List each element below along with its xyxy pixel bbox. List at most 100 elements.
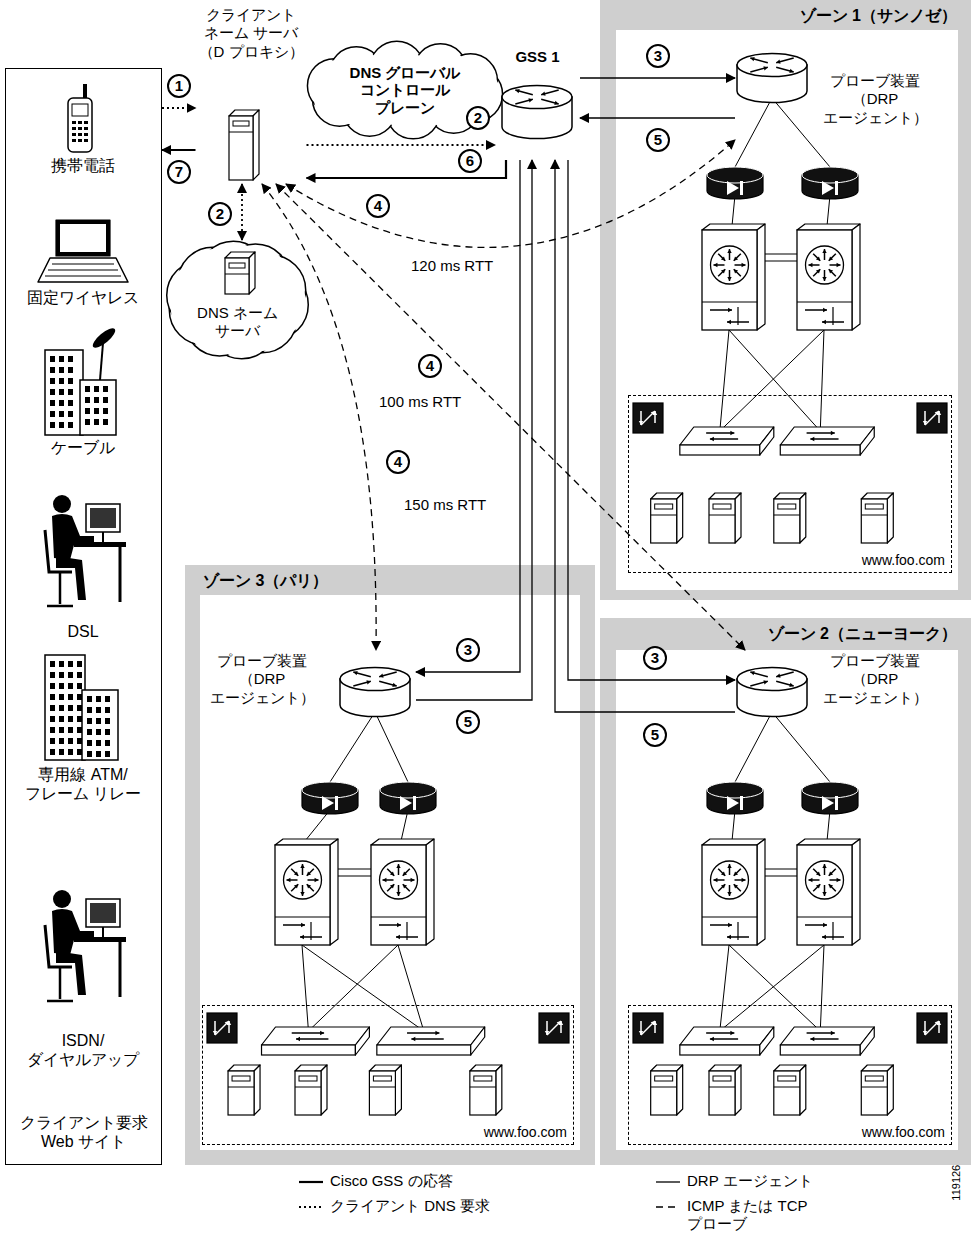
server-symbol <box>369 1065 401 1115</box>
router-arrow <box>353 671 357 675</box>
wire <box>732 810 735 841</box>
connector <box>162 107 196 109</box>
server-symbol <box>651 1065 683 1115</box>
server-front <box>774 499 800 543</box>
wire <box>302 945 424 1031</box>
legend-sample-line <box>299 1181 323 1183</box>
engine-body <box>633 403 663 433</box>
connector <box>162 149 196 151</box>
load-balancer-mark <box>835 796 838 810</box>
server-line <box>774 515 800 516</box>
switch-arrow <box>810 437 814 441</box>
server-front <box>229 116 253 180</box>
switch-arrow <box>829 869 836 876</box>
switch-arrow <box>807 432 835 434</box>
building-window <box>68 705 73 711</box>
router-arrow <box>515 89 519 93</box>
switch-arrow <box>718 884 725 891</box>
callout-number: 3 <box>646 44 670 68</box>
server-slot <box>233 121 249 126</box>
building-window <box>50 400 55 406</box>
wire <box>401 810 408 841</box>
router-arrow <box>392 683 396 687</box>
building-window <box>103 419 108 425</box>
wire <box>772 98 830 167</box>
gss-device: GSS 1 <box>495 48 580 160</box>
router-arrow <box>763 680 767 684</box>
load-balancer-symbol <box>802 782 858 814</box>
building-window <box>105 696 110 702</box>
building-body <box>45 350 83 435</box>
server-symbol <box>709 493 741 543</box>
wire <box>735 712 772 782</box>
building-window <box>87 729 92 735</box>
switch-divider <box>702 916 757 917</box>
building-window <box>87 718 92 724</box>
callout-number: 1 <box>167 74 191 98</box>
router-top <box>340 667 410 690</box>
server-side <box>677 493 683 543</box>
device-label: プローブ装置 （DRP エージェント） <box>819 652 931 707</box>
callout-number: 3 <box>456 638 480 662</box>
building-window <box>59 356 64 362</box>
gss-router-symbol <box>502 85 572 138</box>
router-arrow <box>750 671 754 675</box>
building-window <box>103 397 108 403</box>
server-slot <box>655 504 673 509</box>
workgroup-switch-symbol <box>780 427 874 455</box>
building-window <box>59 367 64 373</box>
load-balancer-symbol <box>707 167 763 199</box>
legend-item: DRP エージェント <box>655 1172 813 1190</box>
switch-arrow <box>714 263 718 267</box>
user-at-desk-symbol <box>45 890 126 1001</box>
switch-side <box>860 1027 874 1055</box>
phone-body <box>68 98 92 152</box>
switch-arrow <box>387 869 394 876</box>
switch-arrow <box>296 1037 300 1041</box>
switch-front <box>371 845 426 945</box>
wire <box>308 945 398 1031</box>
engine-arrow <box>215 1021 229 1035</box>
switch-arrow <box>435 1031 439 1035</box>
building-window <box>68 716 73 722</box>
switch-arrow <box>742 263 746 267</box>
switch-arrow <box>829 884 833 888</box>
laptop-keys <box>48 270 118 271</box>
edge-label: 120 ms RTT <box>409 257 495 275</box>
switch-arrow <box>829 884 836 891</box>
server-line <box>225 274 249 275</box>
server-farm-box: www.foo.com <box>202 1005 574 1145</box>
server-slot <box>229 263 245 268</box>
switch-arrow <box>742 878 746 882</box>
engine-arrow <box>559 1021 563 1025</box>
switch-arrow <box>403 869 410 876</box>
callout-number: 2 <box>208 202 232 226</box>
engine-body <box>917 403 947 433</box>
wire <box>330 712 375 782</box>
load-balancer-top <box>302 782 358 798</box>
switch-arrow <box>710 437 714 441</box>
server-front <box>861 1071 887 1115</box>
switch-top <box>262 1027 370 1045</box>
switch-top <box>680 1027 774 1045</box>
server-slot <box>713 504 731 509</box>
engine-arrow <box>653 411 657 415</box>
server-front <box>225 258 249 294</box>
server-side <box>887 1065 893 1115</box>
switch-arrow <box>813 269 820 276</box>
engine-arrow <box>925 411 939 425</box>
server-line <box>470 1087 496 1088</box>
switch-arrow <box>396 935 400 939</box>
legend-item: クライアント DNS 要求 <box>298 1197 490 1215</box>
server-symbol <box>709 1065 741 1115</box>
phone-key <box>84 139 88 142</box>
load-balancer-mark <box>727 181 739 195</box>
switch-arrow <box>809 878 813 882</box>
cloud-label: DNS ネーム サーバ <box>185 304 290 341</box>
load-balancer-mark <box>740 181 743 195</box>
building-window <box>96 751 101 757</box>
switch-arrow <box>829 269 833 273</box>
load-balancer-mark <box>740 796 743 810</box>
building-window <box>59 389 64 395</box>
building-window <box>87 751 92 757</box>
